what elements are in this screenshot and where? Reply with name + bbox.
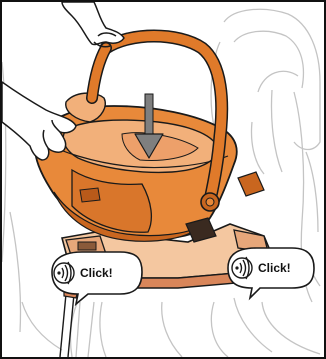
sound-wave-icon: [54, 262, 74, 284]
click-label-right: Click!: [258, 261, 291, 275]
click-bubble-right: Click!: [228, 248, 314, 298]
infant-seat-installation-illustration: Click! Click!: [2, 2, 324, 357]
sound-wave-icon: [232, 257, 252, 279]
click-label-left: Click!: [80, 266, 113, 280]
